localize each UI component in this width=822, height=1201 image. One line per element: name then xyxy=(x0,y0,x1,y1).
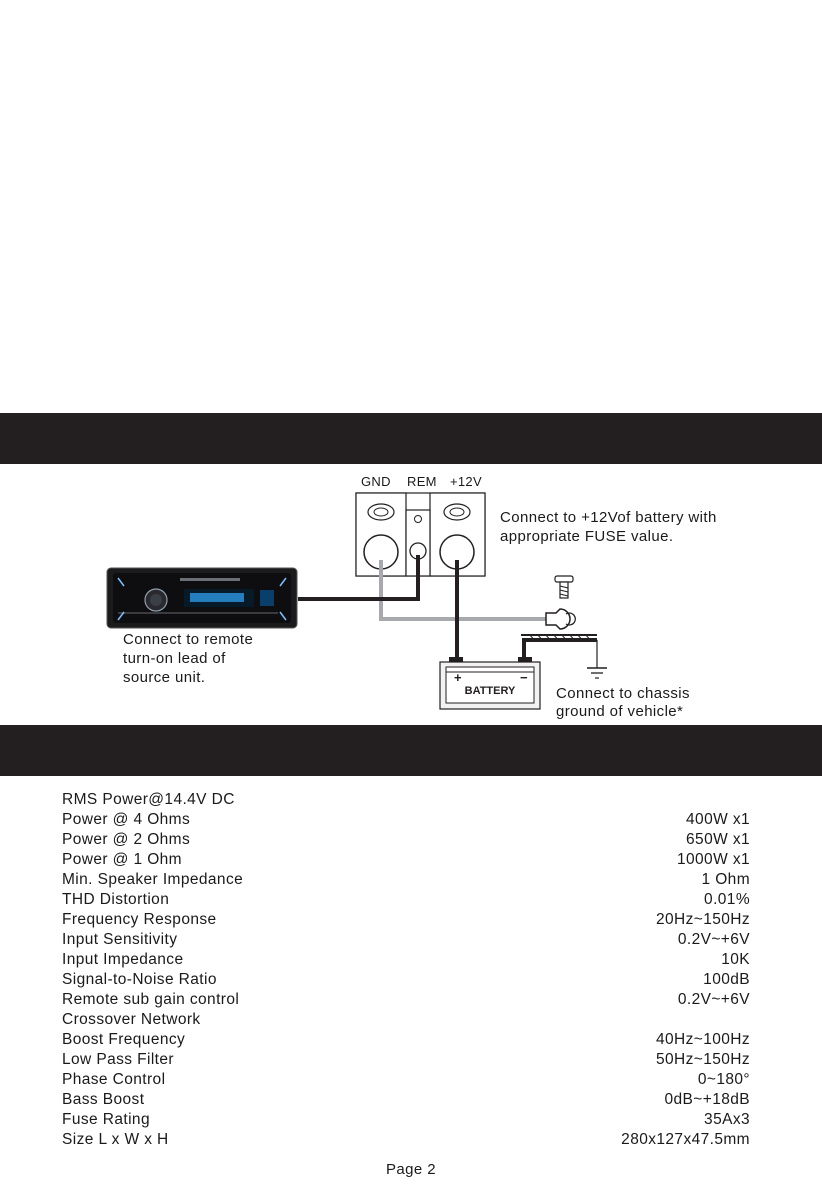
spec-value: 35Ax3 xyxy=(704,1111,750,1128)
spec-row: Remote sub gain control 0.2V~+6V xyxy=(62,990,750,1010)
spec-value: 0.01% xyxy=(704,891,750,908)
spec-label: Crossover Network xyxy=(62,1011,201,1028)
terminal-label-rem: REM xyxy=(407,474,437,489)
battery-ground-wire xyxy=(522,638,597,660)
spec-value: 50Hz~150Hz xyxy=(655,1051,750,1068)
callout-remote-line1: Connect to remote xyxy=(123,631,254,648)
terminal-block xyxy=(355,492,486,577)
ring-terminal-icon xyxy=(545,608,576,630)
spec-row: Signal-to-Noise Ratio 100dB xyxy=(62,970,750,990)
spec-row: Bass Boost 0dB~+18dB xyxy=(62,1090,750,1110)
spec-value: 0.2V~+6V xyxy=(677,991,750,1008)
spec-label: Size L x W x H xyxy=(62,1131,169,1148)
spec-value: 100dB xyxy=(703,971,750,988)
spec-row: Power @ 4 Ohms 400W x1 xyxy=(62,810,750,830)
spec-row: Input Sensitivity 0.2V~+6V xyxy=(62,930,750,950)
callout-battery-line1: Connect to +12Vof battery with xyxy=(500,509,717,526)
spec-row: THD Distortion 0.01% xyxy=(62,890,750,910)
callout-chassis-line2: ground of vehicle* xyxy=(556,703,684,720)
battery-icon: + − BATTERY xyxy=(439,657,541,710)
spec-row: Low Pass Filter 50Hz~150Hz xyxy=(62,1050,750,1070)
spec-label: Power @ 4 Ohms xyxy=(62,811,191,828)
spec-value: 280x127x47.5mm xyxy=(621,1131,750,1148)
spec-value: 0dB~+18dB xyxy=(664,1091,750,1108)
section-header-band-specifications xyxy=(0,725,822,776)
spec-label: RMS Power@14.4V DC xyxy=(62,791,235,808)
callout-chassis-line1: Connect to chassis xyxy=(556,685,690,702)
spec-row: Power @ 1 Ohm 1000W x1 xyxy=(62,850,750,870)
spec-row: Phase Control 0~180° xyxy=(62,1070,750,1090)
spec-label: Boost Frequency xyxy=(62,1031,186,1048)
spec-row: Power @ 2 Ohms 650W x1 xyxy=(62,830,750,850)
head-unit-icon xyxy=(106,567,298,629)
callout-battery-line2: appropriate FUSE value. xyxy=(500,528,674,545)
spec-value: 10K xyxy=(721,951,750,968)
spec-label: Phase Control xyxy=(62,1071,166,1088)
spec-value: 20Hz~150Hz xyxy=(655,911,750,928)
spec-label: THD Distortion xyxy=(62,891,170,908)
spec-row: Fuse Rating 35Ax3 xyxy=(62,1110,750,1130)
chassis-ground-icon xyxy=(521,634,607,679)
gnd-wire xyxy=(379,560,546,621)
spec-label: Bass Boost xyxy=(62,1091,145,1108)
terminal-label-12v: +12V xyxy=(450,474,482,489)
spec-row: Boost Frequency 40Hz~100Hz xyxy=(62,1030,750,1050)
spec-value: 0.2V~+6V xyxy=(677,931,750,948)
spec-value: 650W x1 xyxy=(686,831,750,848)
callout-remote-line2: turn-on lead of xyxy=(123,650,226,667)
rem-wire xyxy=(298,555,420,601)
spec-label: Input Sensitivity xyxy=(62,931,178,948)
spec-row: Crossover Network xyxy=(62,1010,750,1030)
callout-remote-line3: source unit. xyxy=(123,669,206,686)
spec-row: Input Impedance 10K xyxy=(62,950,750,970)
screw-icon xyxy=(554,575,574,599)
section-header-band-wiring xyxy=(0,413,822,464)
spec-label: Signal-to-Noise Ratio xyxy=(62,971,217,988)
spec-label: Min. Speaker Impedance xyxy=(62,871,244,888)
battery-label: BATTERY xyxy=(465,685,516,697)
spec-row: RMS Power@14.4V DC xyxy=(62,790,750,810)
spec-row: Frequency Response 20Hz~150Hz xyxy=(62,910,750,930)
spec-row: Size L x W x H 280x127x47.5mm xyxy=(62,1130,750,1150)
spec-value: 0~180° xyxy=(697,1071,750,1088)
spec-label: Power @ 2 Ohms xyxy=(62,831,191,848)
spec-value: 1 Ohm xyxy=(701,871,750,888)
spec-value: 1000W x1 xyxy=(677,851,750,868)
spec-value: 40Hz~100Hz xyxy=(655,1031,750,1048)
spec-label: Input Impedance xyxy=(62,951,184,968)
spec-label: Power @ 1 Ohm xyxy=(62,851,182,868)
battery-plus-sign: + xyxy=(454,670,462,685)
terminal-label-gnd: GND xyxy=(361,474,391,489)
spec-label: Frequency Response xyxy=(62,911,217,928)
spec-label: Low Pass Filter xyxy=(62,1051,174,1068)
spec-row: Min. Speaker Impedance 1 Ohm xyxy=(62,870,750,890)
spec-label: Fuse Rating xyxy=(62,1111,150,1128)
wiring-diagram: + − BATTERY xyxy=(106,492,607,710)
spec-label: Remote sub gain control xyxy=(62,991,240,1008)
page-number: Page 2 xyxy=(386,1161,436,1178)
spec-value: 400W x1 xyxy=(686,811,750,828)
battery-minus-sign: − xyxy=(520,670,528,685)
